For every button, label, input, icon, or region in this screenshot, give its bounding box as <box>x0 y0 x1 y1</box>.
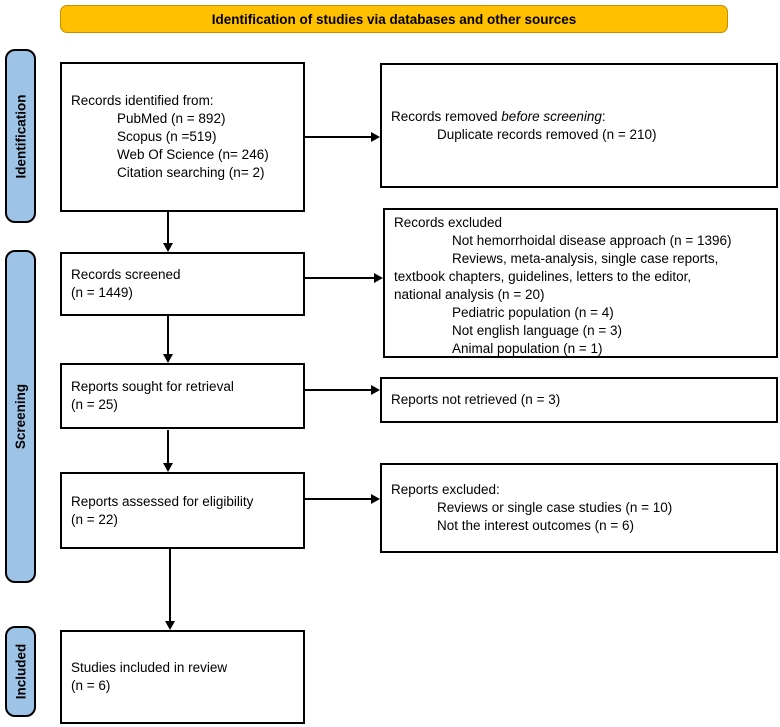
box-studies-included: Studies included in review (n = 6) <box>60 630 305 724</box>
box-line: Reports sought for retrieval <box>71 379 234 394</box>
stage-tab-screening: Screening <box>5 250 36 583</box>
banner-title-text: Identification of studies via databases … <box>211 11 577 27</box>
box-line: textbook chapters, guidelines, letters t… <box>394 269 692 284</box>
box-line: (n = 25) <box>71 397 118 412</box>
box-line: Records screened <box>71 267 181 282</box>
box-line: Records removed before screening: <box>391 108 770 126</box>
box-reports-excluded: Reports excluded: Reviews or single case… <box>380 463 778 553</box>
stage-label-screening: Screening <box>13 383 28 450</box>
records-removed-suffix: : <box>601 108 606 124</box>
stage-label-included: Included <box>13 643 29 700</box>
box-line: Not english language (n = 3) <box>452 323 622 338</box>
box-line: Web Of Science (n= 246) <box>117 147 269 162</box>
box-line: (n = 6) <box>71 678 111 693</box>
arrow-right-icon <box>374 273 383 283</box>
stage-label-identification: Identification <box>13 94 28 178</box>
box-line: Studies included in review <box>71 660 228 675</box>
arrow-right-icon <box>371 385 380 395</box>
box-line: Reports not retrieved (n = 3) <box>391 392 561 407</box>
arrow-down-icon <box>165 621 175 630</box>
arrow-down-icon <box>163 243 173 252</box>
box-line: Duplicate records removed (n = 210) <box>437 126 657 142</box>
box-records-identified: Records identified from: PubMed (n = 892… <box>60 62 305 212</box>
box-line: Reviews or single case studies (n = 10) <box>437 500 673 515</box>
box-line: Not the interest outcomes (n = 6) <box>437 518 634 533</box>
stage-tab-included: Included <box>5 626 36 717</box>
box-line: national analysis (n = 20) <box>394 287 545 302</box>
box-line: Animal population (n = 1) <box>452 341 603 356</box>
box-records-screened: Records screened (n = 1449) <box>60 252 305 316</box>
records-removed-prefix: Records removed <box>391 108 502 124</box>
box-line: Reports excluded: <box>391 482 500 497</box>
records-removed-italic: before screening <box>501 108 602 124</box>
box-line: Records excluded <box>394 215 503 230</box>
box-records-removed: Records removed before screening: Duplic… <box>380 63 778 188</box>
box-line: Citation searching (n= 2) <box>117 165 265 180</box>
arrow-down-icon <box>163 354 173 363</box>
box-line: PubMed (n = 892) <box>117 111 226 126</box>
box-line: (n = 22) <box>71 511 118 527</box>
box-line: Reviews, meta-analysis, single case repo… <box>452 251 719 266</box>
box-line: Not hemorrhoidal disease approach (n = 1… <box>452 233 732 248</box>
box-records-excluded: Records excluded Not hemorrhoidal diseas… <box>383 208 778 358</box>
arrow-right-icon <box>371 494 380 504</box>
box-line: Reports assessed for eligibility <box>71 493 254 509</box>
arrow-down-icon <box>163 463 173 472</box>
box-line: (n = 1449) <box>71 285 133 300</box>
banner-title: Identification of studies via databases … <box>60 5 728 33</box>
box-line: Pediatric population (n = 4) <box>452 305 614 320</box>
box-reports-assessed: Reports assessed for eligibility (n = 22… <box>60 472 305 549</box>
box-line: Scopus (n =519) <box>117 129 217 144</box>
arrow-right-icon <box>371 132 380 142</box>
stage-tab-identification: Identification <box>5 49 36 223</box>
box-line: Records identified from: <box>71 93 214 108</box>
box-reports-not-retrieved: Reports not retrieved (n = 3) <box>380 377 778 423</box>
box-reports-sought: Reports sought for retrieval (n = 25) <box>60 363 305 429</box>
